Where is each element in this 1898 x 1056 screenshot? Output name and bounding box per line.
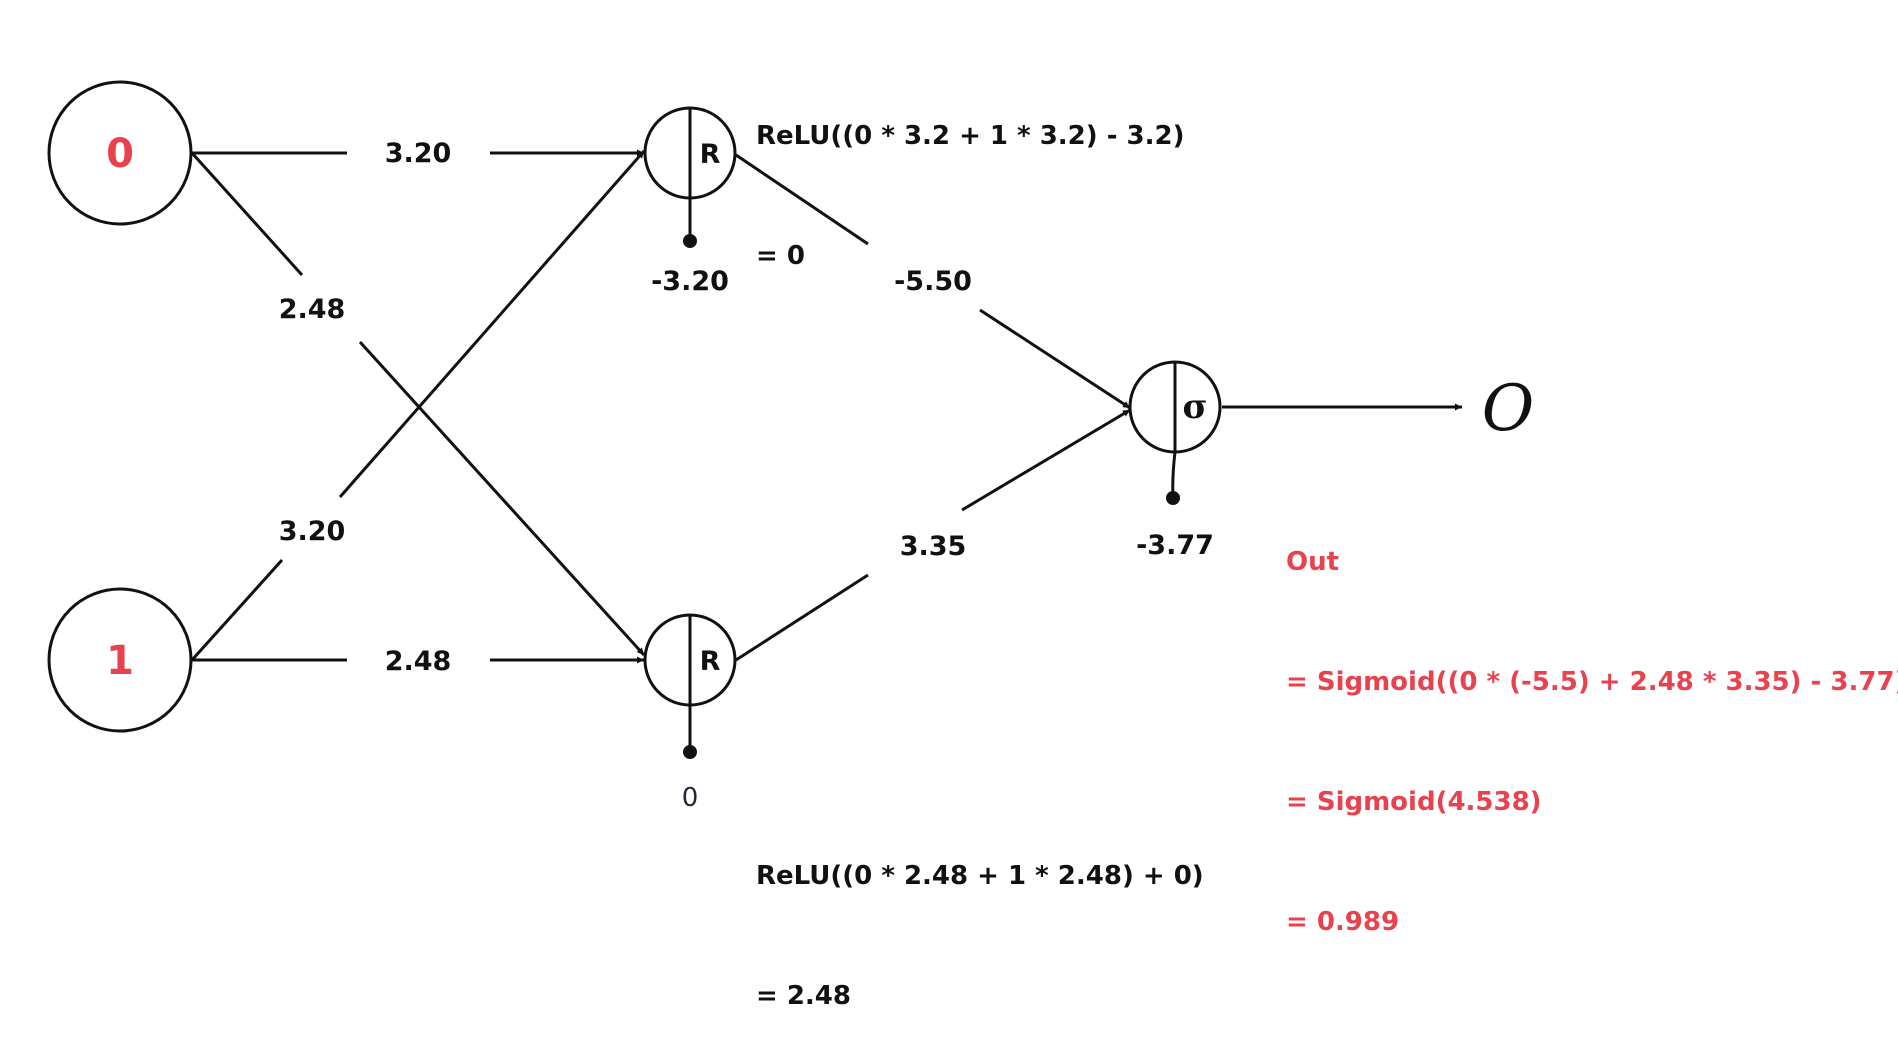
hidden-2-formula-result: = 2.48 <box>756 981 851 1011</box>
weight-h2-out: 3.35 <box>900 531 967 562</box>
hidden-2-formula-line: ReLU((0 * 2.48 + 1 * 2.48) + 0) <box>756 861 1204 891</box>
hidden-1-formula: ReLU((0 * 3.2 + 1 * 3.2) - 3.2) = 0 <box>756 36 1184 316</box>
edge-h1-out-b <box>979 308 1131 410</box>
input-node-0: 0 <box>47 80 193 226</box>
output-formula-line-2: = Sigmoid(4.538) <box>1286 787 1542 817</box>
output-node-activation: σ <box>1182 387 1207 427</box>
bias-dot-icon <box>683 745 697 759</box>
weight-in0-h2: 2.48 <box>279 294 346 325</box>
edge-h2-out-a <box>735 573 869 662</box>
hidden-node-1: R <box>643 106 737 248</box>
edge-h2-out-b <box>961 408 1131 512</box>
bias-dot-icon <box>683 234 697 248</box>
output-node: σ <box>1128 360 1222 505</box>
neural-network-diagram: 0 1 R R σ O 3.20 2.48 3.20 2.48 -5.50 3.… <box>47 80 1534 813</box>
hidden-node-2: R <box>643 613 737 759</box>
edge-in1-h1-a <box>190 558 284 662</box>
input-node-1: 1 <box>47 587 193 733</box>
edge-in1-h1-b <box>338 150 646 498</box>
weight-in1-h2: 2.48 <box>385 646 452 677</box>
weight-in0-h1: 3.20 <box>385 138 452 169</box>
hidden-1-formula-result: = 0 <box>756 241 805 271</box>
bias-hidden-1: -3.20 <box>651 266 729 297</box>
output-formula: Out = Sigmoid((0 * (-5.5) + 2.48 * 3.35)… <box>1286 462 1898 982</box>
edge-h1-out-a <box>735 153 869 246</box>
output-symbol: O <box>1482 372 1534 446</box>
hidden-node-2-activation: R <box>700 646 721 677</box>
hidden-2-formula: ReLU((0 * 2.48 + 1 * 2.48) + 0) = 2.48 <box>756 776 1204 1056</box>
weight-h1-out: -5.50 <box>894 266 972 297</box>
output-formula-line-1: = Sigmoid((0 * (-5.5) + 2.48 * 3.35) - 3… <box>1286 667 1898 697</box>
edge-in0-h2-a <box>190 151 304 277</box>
input-node-1-value: 1 <box>106 638 134 684</box>
bias-output: -3.77 <box>1136 530 1214 561</box>
bias-hidden-2: 0 <box>682 783 699 813</box>
input-node-0-value: 0 <box>106 131 134 177</box>
bias-dot-icon <box>1166 491 1180 505</box>
weight-in1-h1: 3.20 <box>279 516 346 547</box>
edge-in0-h2-b <box>358 340 646 657</box>
output-formula-title: Out <box>1286 547 1340 577</box>
hidden-node-1-activation: R <box>700 139 721 170</box>
hidden-1-formula-line: ReLU((0 * 3.2 + 1 * 3.2) - 3.2) <box>756 121 1185 151</box>
output-formula-line-3: = 0.989 <box>1286 907 1400 937</box>
